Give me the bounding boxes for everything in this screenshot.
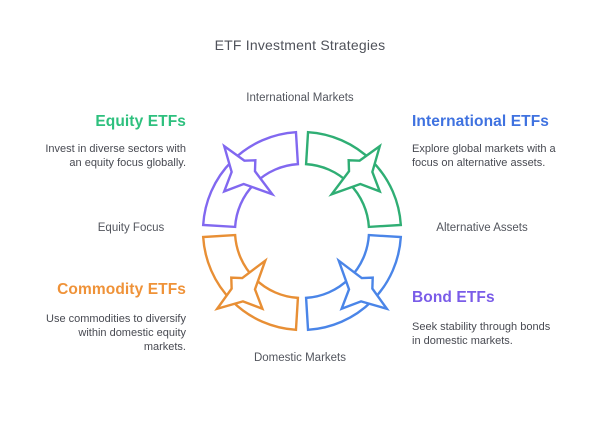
segment-arrowhead-top-right-arrow xyxy=(328,143,382,197)
quadrant-bond-etfs: Bond ETFs Seek stability through bonds i… xyxy=(412,288,600,348)
international-etfs-description: Explore global markets with a focus on a… xyxy=(412,143,556,169)
node-label-equity-focus: Equity Focus xyxy=(97,222,165,234)
bond-etfs-description: Seek stability through bonds in domestic… xyxy=(412,321,551,347)
segment-arrowhead-bottom-right-arrow xyxy=(336,257,390,311)
node-label-alternative-assets: Alternative Assets xyxy=(436,222,528,234)
segment-arrowhead-bottom-left-arrow xyxy=(214,257,268,311)
commodity-etfs-description: Use commodities to diversify within dome… xyxy=(46,313,186,353)
commodity-etfs-heading: Commodity ETFs xyxy=(57,281,186,298)
equity-etfs-heading: Equity ETFs xyxy=(95,113,186,130)
quadrant-international-etfs: International ETFs Explore global market… xyxy=(412,112,600,170)
node-label-domestic-markets: Domestic Markets xyxy=(253,352,347,364)
quadrant-commodity-etfs: Commodity ETFs Use commodities to divers… xyxy=(0,280,186,354)
bond-etfs-heading: Bond ETFs xyxy=(412,289,495,306)
node-label-international-markets: International Markets xyxy=(246,92,354,104)
segment-arrowhead-top-left-arrow xyxy=(222,143,276,197)
cycle-diagram xyxy=(201,130,403,332)
page-title: ETF Investment Strategies xyxy=(214,37,386,53)
international-etfs-heading: International ETFs xyxy=(412,113,550,130)
equity-etfs-description: Invest in diverse sectors with an equity… xyxy=(45,143,186,169)
quadrant-equity-etfs: Equity ETFs Invest in diverse sectors wi… xyxy=(0,112,186,170)
